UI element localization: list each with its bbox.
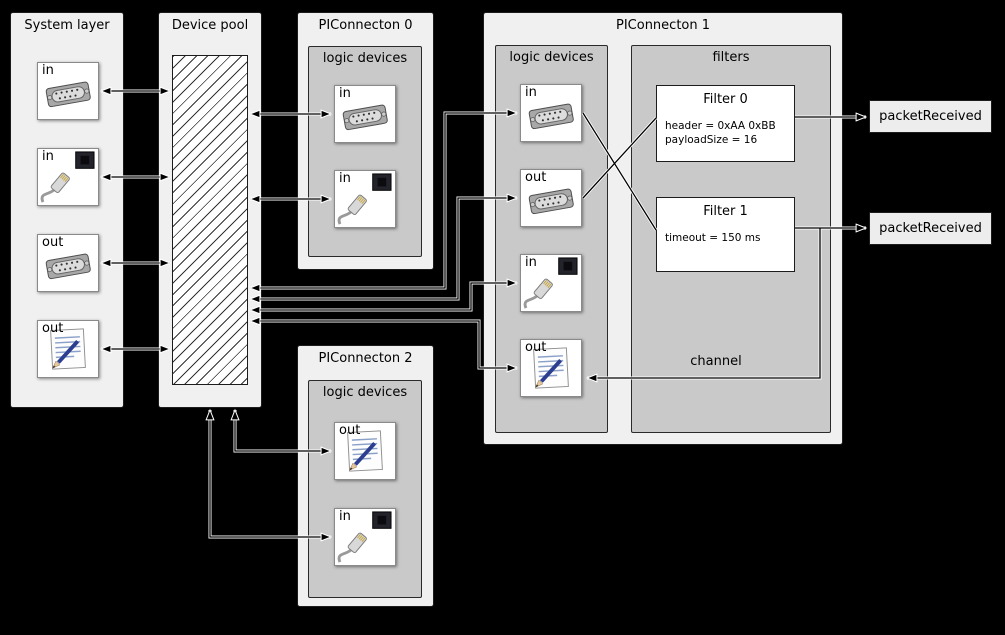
piconnecton-0-title: PIConnecton 0 [318, 18, 413, 33]
device-label: in [525, 85, 537, 100]
device-label: in [339, 509, 351, 524]
device-pool-title: Device pool [171, 18, 249, 33]
event-label: packetReceived [879, 221, 982, 236]
filter-1-prop-timeout: timeout = 150 ms [665, 232, 761, 244]
device-label: out [525, 170, 547, 185]
pic2-device-in-ethernet: in [334, 508, 396, 566]
pic0-device-in-ethernet: in [334, 170, 396, 228]
logic-devices-label: logic devices [322, 51, 408, 66]
device-label: out [339, 423, 361, 438]
packet-received-event-0: packetReceived [869, 100, 992, 133]
filters-label: filters [712, 50, 750, 65]
event-label: packetReceived [879, 109, 982, 124]
pic1-device-in-serial: in [520, 84, 582, 142]
device-label: in [42, 63, 54, 78]
device-label: in [525, 255, 537, 270]
device-label: out [42, 235, 64, 250]
logic-devices-label: logic devices [322, 385, 408, 400]
system-device-out-notes: out [37, 320, 99, 378]
piconnecton-1-title: PIConnecton 1 [615, 18, 711, 33]
pic1-device-out-notes: out [520, 339, 582, 397]
filter-0-box: Filter 0 header = 0xAA 0xBB payloadSize … [656, 85, 795, 162]
packet-received-event-1: packetReceived [869, 212, 992, 245]
pic1-device-out-serial: out [520, 169, 582, 227]
device-label: in [339, 171, 351, 186]
filter-1-title: Filter 1 [703, 204, 748, 219]
device-label: out [525, 340, 547, 355]
pic1-device-in-ethernet: in [520, 254, 582, 312]
system-device-in-serial: in [37, 62, 99, 120]
filter-0-prop-payload: payloadSize = 16 [665, 134, 758, 146]
channel-label: channel [690, 354, 742, 369]
piconnecton-2-title: PIConnecton 2 [318, 351, 413, 366]
filter-0-prop-header: header = 0xAA 0xBB [665, 120, 776, 132]
system-device-in-ethernet: in [37, 148, 99, 206]
system-layer-title: System layer [24, 18, 110, 33]
filter-0-title: Filter 0 [703, 92, 748, 107]
logic-devices-label: logic devices [509, 50, 594, 65]
device-label: out [42, 321, 64, 336]
system-device-out-serial: out [37, 234, 99, 292]
device-pool-hatch [172, 55, 248, 385]
device-label: in [339, 86, 351, 101]
device-label: in [42, 149, 54, 164]
pic2-device-out-notes: out [334, 422, 396, 480]
pic0-device-in-serial: in [334, 85, 396, 143]
filter-1-box: Filter 1 timeout = 150 ms [656, 197, 795, 272]
